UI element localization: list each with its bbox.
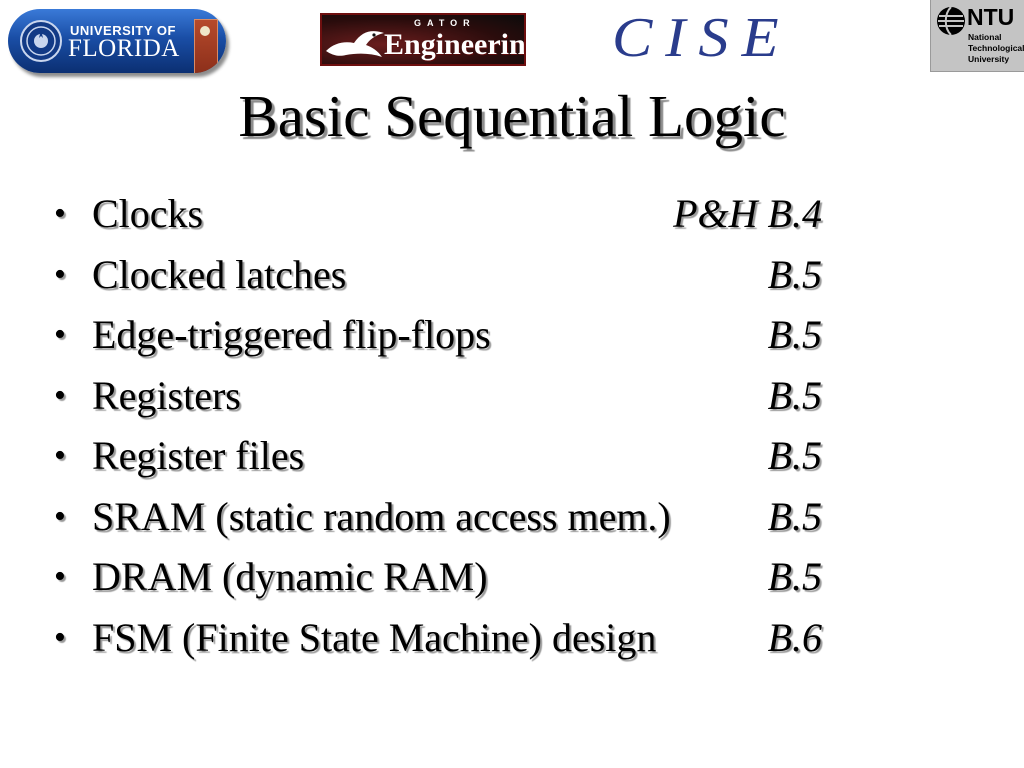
list-item: • Edge-triggered flip-flops B.5 <box>54 311 954 372</box>
ntu-logo-line3: University <box>968 54 1010 64</box>
list-item: • Clocks P&H B.4 <box>54 190 954 251</box>
bullet-icon: • <box>54 497 66 535</box>
list-item-text: Register files <box>92 433 305 478</box>
bullet-icon: • <box>54 618 66 656</box>
list-item-reference: B.5 <box>767 251 822 297</box>
gator-icon <box>326 31 384 57</box>
gator-logo-small-text: GATOR <box>414 18 476 28</box>
list-item-reference: B.5 <box>767 312 822 357</box>
list-item-text: Registers <box>92 372 241 418</box>
bullet-list: • Clocks P&H B.4 • Clocked latches B.5 •… <box>54 190 954 674</box>
list-item-text: Edge-triggered flip-flops <box>92 312 491 357</box>
globe-icon <box>937 6 965 36</box>
ntu-logo: NTU National Technological University <box>930 0 1024 72</box>
ntu-logo-abbr: NTU <box>967 4 1015 30</box>
list-item-reference: B.5 <box>767 372 822 418</box>
list-item: • SRAM (static random access mem.) B.5 <box>54 493 954 554</box>
list-item: • FSM (Finite State Machine) design B.6 <box>54 614 954 675</box>
list-item-text: FSM (Finite State Machine) design <box>92 614 657 660</box>
bullet-icon: • <box>54 376 66 414</box>
ntu-logo-line1: National <box>968 32 1002 42</box>
list-item-reference: B.5 <box>767 433 822 478</box>
list-item-reference: B.6 <box>767 614 822 660</box>
list-item-text: Clocked latches <box>92 251 347 297</box>
slide-title: Basic Sequential Logic <box>238 83 786 149</box>
tower-icon <box>194 19 218 73</box>
gator-logo-big-text: Engineering <box>384 28 526 61</box>
cise-logo-text: CISE <box>612 7 792 69</box>
list-item-text: Clocks <box>92 191 204 236</box>
ntu-logo-line2: Technological <box>968 43 1024 53</box>
list-item: • Register files B.5 <box>54 432 954 493</box>
list-item: • Clocked latches B.5 <box>54 251 954 312</box>
seal-icon <box>20 20 62 62</box>
university-of-florida-logo: UNIVERSITY OF FLORIDA <box>8 9 226 73</box>
list-item-text: DRAM (dynamic RAM) <box>92 554 488 599</box>
list-item-reference: B.5 <box>767 493 822 539</box>
uf-logo-line2: FLORIDA <box>68 35 180 62</box>
cise-logo: CISE <box>612 8 818 68</box>
bullet-icon: • <box>54 255 66 293</box>
list-item-text: SRAM (static random access mem.) <box>92 493 671 539</box>
list-item: • DRAM (dynamic RAM) B.5 <box>54 553 954 614</box>
list-item: • Registers B.5 <box>54 372 954 433</box>
bullet-icon: • <box>54 195 66 232</box>
bullet-icon: • <box>54 316 66 353</box>
uf-logo-line1: UNIVERSITY OF <box>70 23 176 38</box>
list-item-reference: B.5 <box>767 554 822 599</box>
bullet-icon: • <box>54 437 66 474</box>
list-item-reference: P&H B.4 <box>673 191 822 236</box>
gator-engineering-logo: GATOR Engineering <box>320 13 526 66</box>
bullet-icon: • <box>54 558 66 595</box>
